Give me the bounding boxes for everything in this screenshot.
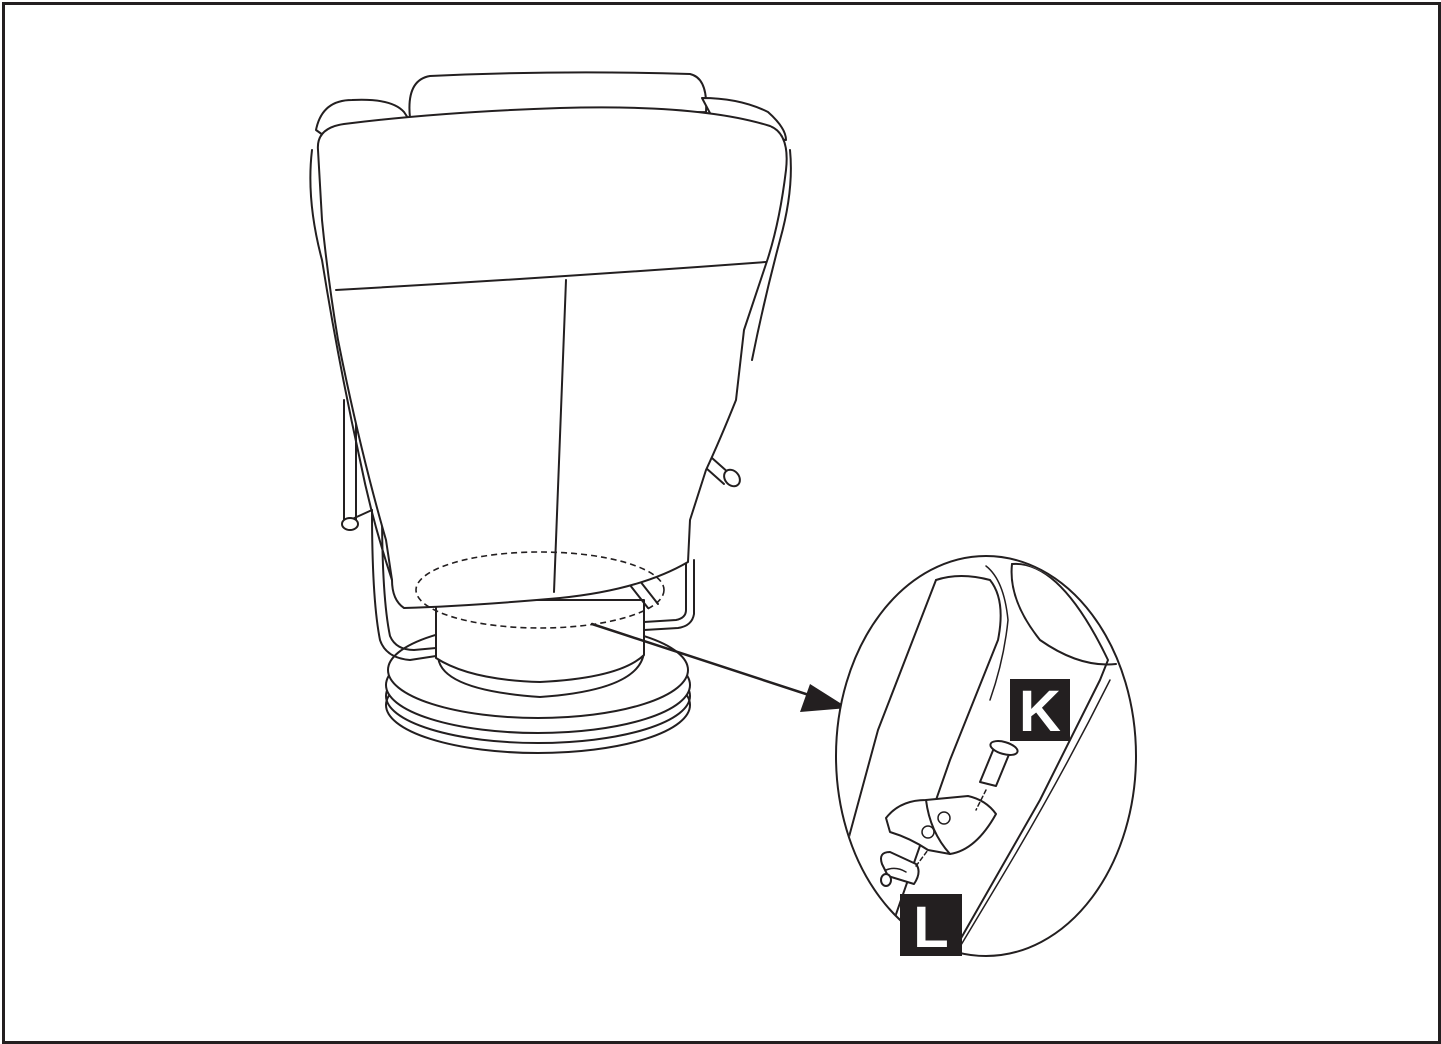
highlight-area [415, 551, 665, 629]
part-label-k: K [1010, 679, 1070, 744]
detail-callout [835, 555, 1137, 957]
pin-k [975, 740, 1019, 811]
swivel-base [385, 599, 691, 754]
chair-back [309, 71, 792, 609]
clip-l [880, 849, 929, 887]
part-label-l-text: L [913, 895, 948, 960]
callout-arrow [590, 622, 848, 712]
part-label-k-text: K [1019, 679, 1061, 744]
part-label-l: L [900, 894, 962, 960]
bracket [885, 795, 997, 855]
